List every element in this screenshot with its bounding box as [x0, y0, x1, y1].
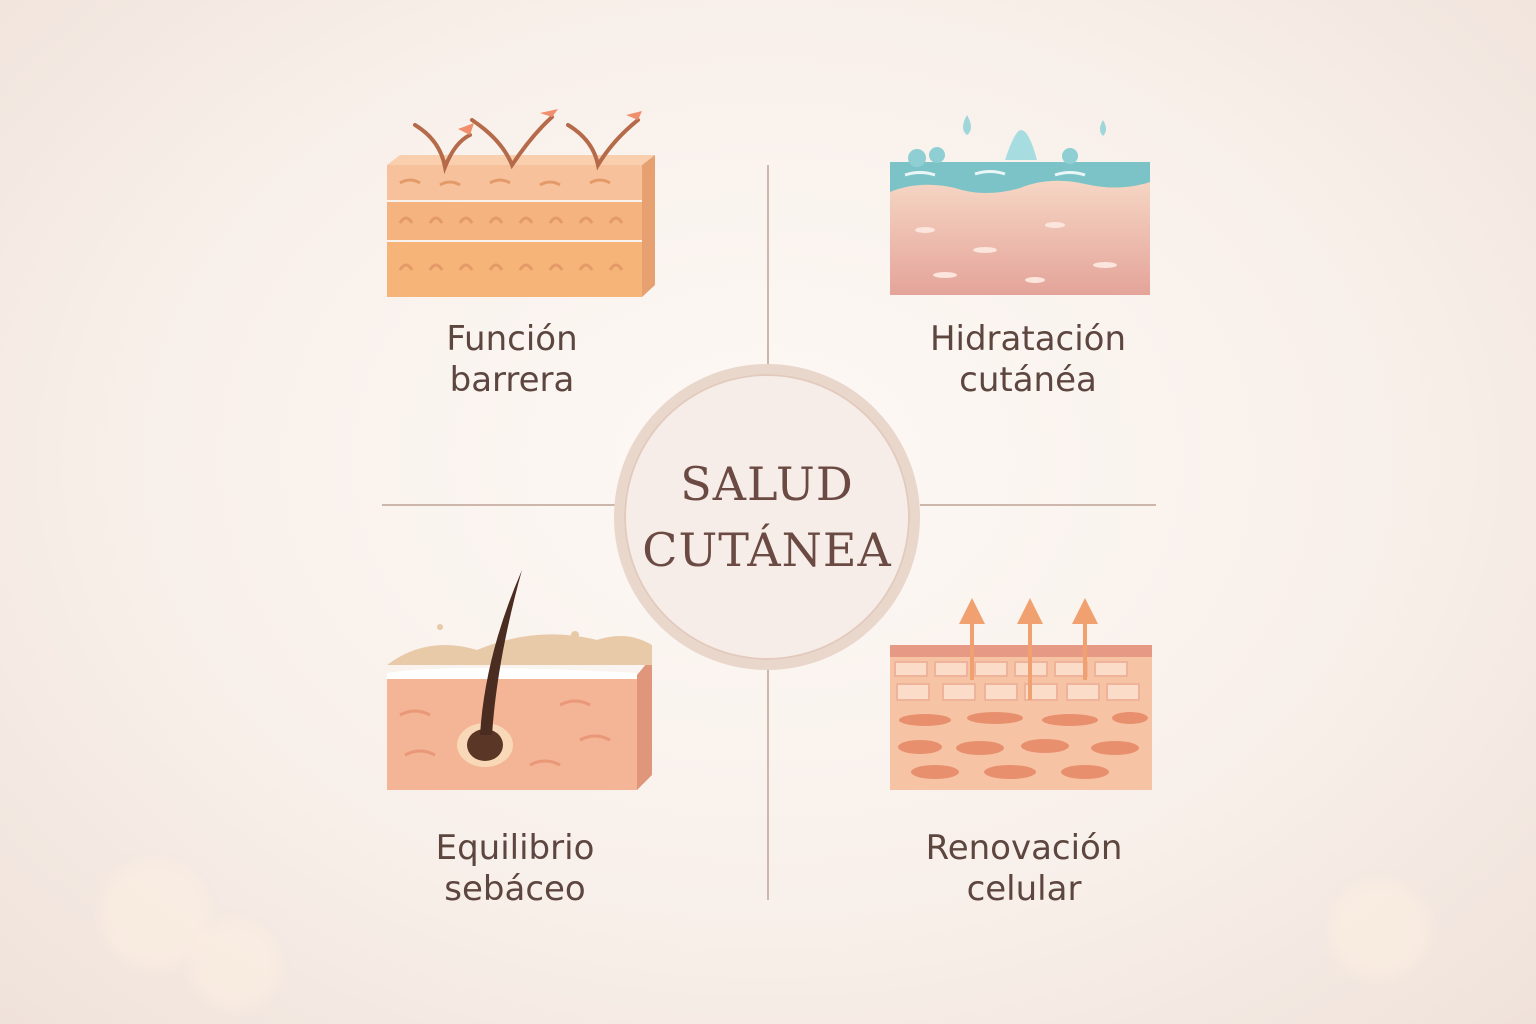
label-line2: sebáceo [444, 869, 586, 909]
hair-follicle-sebum-icon [387, 570, 652, 790]
quadrant-label-renewal: Renovación celular [874, 828, 1174, 910]
label-line1: Hidratación [929, 319, 1127, 359]
label-line2: barrera [449, 360, 575, 400]
label-line1: Equilibrio [435, 828, 595, 868]
bokeh-decoration [190, 920, 280, 1010]
bokeh-decoration [1330, 880, 1430, 980]
label-line1: Renovación [925, 828, 1123, 868]
skin-barrier-layers-icon [387, 109, 655, 297]
divider-horizontal-left [382, 504, 616, 506]
divider-vertical-bottom [767, 668, 769, 900]
quadrant-label-sebum: Equilibrio sebáceo [365, 828, 665, 910]
quadrant-label-hydration: Hidratación cutánéa [878, 319, 1178, 401]
center-title-line1: SALUD [680, 457, 854, 511]
divider-vertical-top [767, 165, 769, 365]
label-line1: Función [446, 319, 578, 359]
divider-horizontal-right [920, 504, 1156, 506]
quadrant-label-barrier: Función barrera [362, 319, 662, 401]
bokeh-decoration [100, 860, 210, 970]
label-line2: cutánéa [959, 360, 1097, 400]
cell-renewal-icon [890, 598, 1152, 790]
center-title-line2: CUTÁNEA [642, 523, 892, 577]
center-title-circle: SALUD CUTÁNEA [614, 364, 920, 670]
label-line2: celular [966, 869, 1082, 909]
skin-hydration-icon [890, 115, 1150, 295]
